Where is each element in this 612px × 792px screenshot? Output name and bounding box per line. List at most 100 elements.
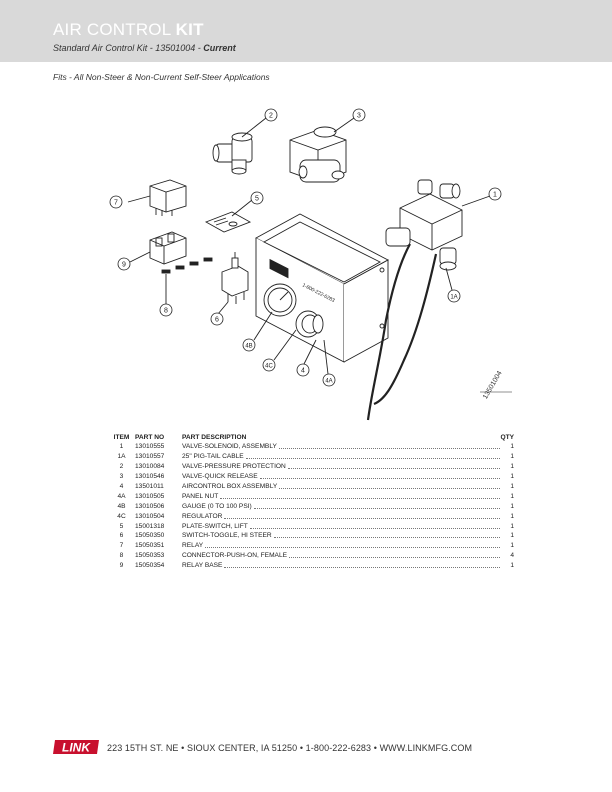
fits-note: Fits - All Non-Steer & Non-Current Self-… (53, 72, 270, 82)
description-cell: RELAY BASE (182, 562, 502, 569)
switch-plate-drawing (204, 211, 252, 233)
svg-text:4: 4 (301, 368, 305, 375)
description-cell: PANEL NUT (182, 493, 502, 500)
qty-cell: 1 (510, 473, 514, 481)
part-number-cell: 15050353 (135, 552, 165, 560)
item-cell: 4C (117, 512, 126, 520)
description-cell: GAUGE (0 TO 100 PSI) (182, 503, 502, 510)
part-number-cell: 15001318 (135, 522, 165, 530)
callout-4b: 4B (242, 338, 256, 352)
description-cell: CONNECTOR-PUSH-ON, FEMALE (182, 552, 502, 559)
air-control-box-drawing: 1-800-222-6283 (255, 213, 389, 363)
qty-cell: 1 (510, 443, 514, 451)
table-row: 9 15050354 RELAY BASE 1 (108, 561, 514, 571)
svg-text:5: 5 (255, 196, 259, 203)
qty-cell: 1 (510, 492, 514, 500)
toggle-switch-drawing (221, 252, 249, 304)
footer-contact: 223 15TH ST. NE • SIOUX CENTER, IA 51250… (107, 743, 473, 753)
valve-pressure-protection-drawing (212, 132, 253, 175)
qty-cell: 1 (510, 522, 514, 530)
item-cell: 6 (119, 532, 124, 540)
table-row: 8 15050353 CONNECTOR-PUSH-ON, FEMALE 4 (108, 551, 514, 561)
svg-text:LINK: LINK (62, 741, 91, 755)
callout-4: 4 (296, 363, 310, 377)
table-row: 1 13010555 VALVE-SOLENOID, ASSEMBLY 1 (108, 442, 514, 452)
qty-cell: 1 (510, 532, 514, 540)
part-number-cell: 15050354 (135, 562, 165, 570)
svg-text:1A: 1A (450, 295, 457, 301)
callout-1: 1 (488, 187, 502, 201)
qty-cell: 1 (510, 542, 514, 550)
description-cell: VALVE-PRESSURE PROTECTION (182, 463, 502, 470)
item-cell: 4A (117, 492, 126, 500)
description-cell: SWITCH-TOGGLE, HI STEER (182, 532, 502, 539)
item-cell: 2 (119, 463, 124, 471)
description-cell: VALVE-QUICK RELEASE (182, 473, 502, 480)
qty-cell: 1 (510, 463, 514, 471)
description-cell: AIRCONTROL BOX ASSEMBLY (182, 483, 502, 490)
part-number-cell: 13501011 (135, 483, 164, 490)
footer: LINK 223 15TH ST. NE • SIOUX CENTER, IA … (0, 736, 612, 762)
item-cell: 8 (119, 552, 124, 560)
parts-table-header: ITEM PART NO PART DESCRIPTION QTY (113, 433, 514, 441)
svg-text:4C: 4C (265, 364, 273, 370)
part-number-cell: 13010557 (135, 453, 165, 461)
part-number-cell: 13010504 (135, 512, 165, 520)
qty-cell: 1 (510, 453, 514, 461)
header-band: AIR CONTROL KIT Standard Air Control Kit… (0, 0, 612, 62)
part-number-cell: 15050350 (135, 532, 165, 540)
relay-drawing (149, 179, 187, 216)
table-row: 2 13010084 VALVE-PRESSURE PROTECTION 1 (108, 462, 514, 472)
description-cell: PLATE-SWITCH, LIFT (182, 523, 502, 530)
callout-9: 9 (117, 257, 131, 271)
description-cell: 25" PIG-TAIL CABLE (182, 453, 502, 460)
svg-text:7: 7 (114, 200, 118, 207)
qty-cell: 1 (510, 512, 514, 520)
svg-text:8: 8 (164, 308, 168, 315)
svg-text:1: 1 (493, 192, 497, 199)
parts-table: ITEM PART NO PART DESCRIPTION QTY 1 13010… (108, 432, 514, 571)
relay-base-drawing (149, 231, 187, 265)
svg-text:3: 3 (357, 113, 361, 120)
table-row: 6 15050350 SWITCH-TOGGLE, HI STEER 1 (108, 531, 514, 541)
table-row: 5 15001318 PLATE-SWITCH, LIFT 1 (108, 521, 514, 531)
description-cell: VALVE-SOLENOID, ASSEMBLY (182, 443, 502, 450)
svg-text:4B: 4B (245, 344, 252, 350)
svg-text:4A: 4A (325, 379, 332, 385)
qty-cell: 1 (510, 502, 514, 510)
valve-solenoid-drawing (385, 179, 463, 271)
qty-cell: 1 (510, 562, 514, 570)
callout-6: 6 (210, 312, 224, 326)
callout-8: 8 (159, 303, 173, 317)
page-title: AIR CONTROL KIT (53, 20, 204, 39)
part-number-cell: 13010555 (135, 443, 165, 451)
callout-3: 3 (352, 108, 366, 122)
callout-5: 5 (250, 191, 264, 205)
svg-text:9: 9 (122, 262, 126, 269)
part-number-cell: 15050351 (135, 542, 165, 550)
svg-text:6: 6 (215, 317, 219, 324)
connectors-drawing (161, 257, 213, 282)
page-subtitle: Standard Air Control Kit - 13501004 - Cu… (53, 43, 236, 53)
exploded-parts-diagram: 1-800-222-6283 (109, 108, 512, 421)
table-row: 1A 13010557 25" PIG-TAIL CABLE 1 (108, 452, 514, 462)
item-cell: 4 (119, 483, 124, 490)
item-cell: 1A (117, 453, 126, 461)
part-number-cell: 13010506 (135, 502, 165, 510)
item-cell: 9 (119, 562, 124, 570)
part-number-cell: 13010546 (135, 473, 165, 481)
qty-cell: 4 (510, 552, 514, 560)
part-number-cell: 13010084 (135, 463, 165, 471)
callout-2: 2 (264, 108, 278, 122)
valve-quick-release-drawing (289, 126, 347, 183)
item-cell: 5 (119, 522, 124, 530)
callout-1a: 1A (447, 289, 461, 303)
item-cell: 1 (119, 443, 124, 451)
link-logo: LINK (53, 740, 99, 755)
